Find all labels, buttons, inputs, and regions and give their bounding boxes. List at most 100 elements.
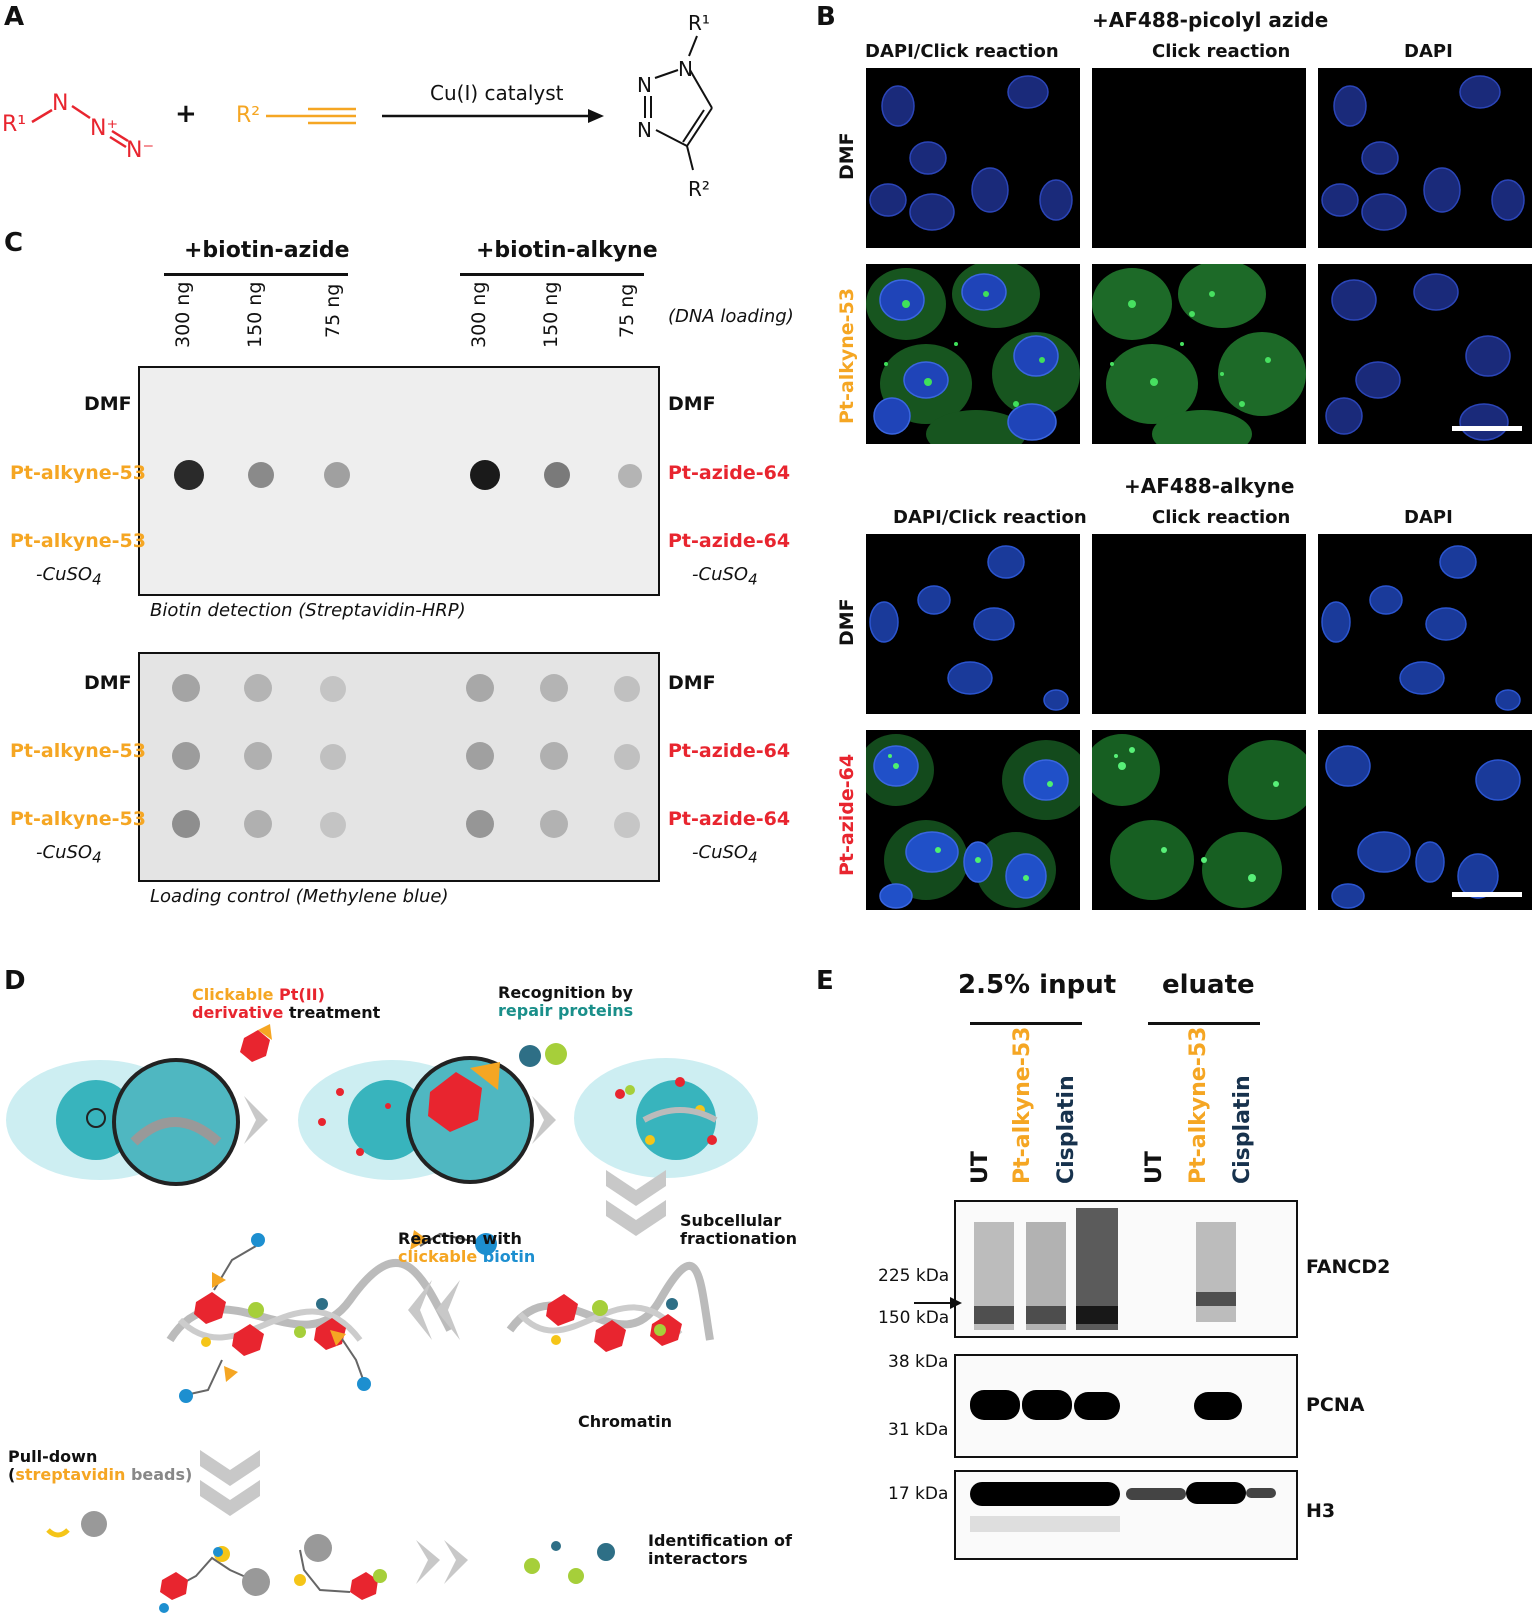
blot2-left-dmf: DMF bbox=[84, 672, 132, 694]
h3-blot bbox=[954, 1470, 1298, 1560]
loading-label: 75 ng bbox=[616, 283, 638, 338]
lane-label: Pt-alkyne-53 bbox=[1186, 1026, 1211, 1184]
top-col-header-click: Click reaction bbox=[1152, 41, 1291, 62]
micrograph-pt-alkyne-dapi bbox=[1318, 264, 1532, 444]
bottom-row-label-pt-azide: Pt-azide-64 bbox=[836, 753, 858, 876]
dna-loading-note: (DNA loading) bbox=[668, 306, 794, 327]
loading-label: 75 ng bbox=[322, 283, 344, 338]
lane-label: Pt-alkyne-53 bbox=[1010, 1026, 1035, 1184]
micrograph-dmf-dapi-2 bbox=[1318, 534, 1532, 714]
group-biotin-alkyne: +biotin-alkyne bbox=[476, 238, 658, 263]
panel-d-label: D bbox=[4, 966, 26, 996]
chevron-right-icon bbox=[416, 1540, 440, 1584]
chevron-left-icon bbox=[436, 1280, 460, 1340]
azide-n2: N⁺ bbox=[90, 116, 118, 141]
micrograph-dmf-click bbox=[1092, 68, 1306, 248]
group-biotin-azide: +biotin-azide bbox=[184, 238, 350, 263]
eluate-group-label: eluate bbox=[1162, 970, 1255, 1000]
blot-spot bbox=[544, 462, 570, 488]
marker-17: 17 kDa bbox=[888, 1484, 949, 1504]
blot1-right-pt-azide-nocu: Pt-azide-64 bbox=[668, 530, 791, 552]
protein-pcna: PCNA bbox=[1306, 1394, 1365, 1416]
blot-spot bbox=[248, 462, 274, 488]
product-n1: N bbox=[678, 57, 693, 81]
bottom-col-header-click: Click reaction bbox=[1152, 507, 1291, 528]
scale-bar bbox=[1452, 892, 1522, 897]
blot2-left-pt-alkyne: Pt-alkyne-53 bbox=[10, 740, 146, 762]
top-col-header-merge: DAPI/Click reaction bbox=[865, 41, 1059, 62]
blot1-right-dmf: DMF bbox=[668, 393, 716, 415]
blot2-caption: Loading control (Methylene blue) bbox=[150, 886, 449, 907]
alkyne-r2: R² bbox=[236, 103, 260, 128]
lane-label: Cisplatin bbox=[1054, 1075, 1079, 1184]
bottom-col-header-merge: DAPI/Click reaction bbox=[893, 507, 1087, 528]
blot2-left-pt-alkyne-nocu: Pt-alkyne-53 bbox=[10, 808, 146, 830]
chevron-right-icon bbox=[244, 1096, 268, 1144]
marker-150: 150 kDa bbox=[878, 1308, 950, 1328]
group-underline bbox=[970, 1022, 1082, 1025]
group-underline bbox=[1148, 1022, 1260, 1025]
product-n2: N bbox=[637, 73, 652, 97]
plus-sign: + bbox=[175, 99, 197, 129]
blot2-left-cuso4: -CuSO4 bbox=[36, 842, 102, 867]
fancd2-blot bbox=[954, 1200, 1298, 1338]
scale-bar bbox=[1452, 426, 1522, 431]
top-col-header-dapi: DAPI bbox=[1404, 41, 1453, 62]
chevron-down-icon bbox=[606, 1170, 666, 1206]
chevron-down-icon bbox=[200, 1450, 260, 1486]
input-group-label: 2.5% input bbox=[958, 970, 1117, 1000]
azide-r1: R¹ bbox=[2, 112, 26, 137]
blot1-left-pt-alkyne-nocu: Pt-alkyne-53 bbox=[10, 530, 146, 552]
pt-compound-icon bbox=[240, 1030, 270, 1062]
catalyst-label: Cu(I) catalyst bbox=[430, 81, 564, 105]
bottom-section-title: +AF488-alkyne bbox=[1124, 474, 1295, 498]
blot2-right-pt-azide: Pt-azide-64 bbox=[668, 740, 791, 762]
marker-31: 31 kDa bbox=[888, 1420, 949, 1440]
blot2-right-cuso4: -CuSO4 bbox=[692, 842, 758, 867]
chevron-right-icon bbox=[532, 1096, 556, 1144]
loading-label: 150 ng bbox=[244, 281, 266, 348]
blot1-left-dmf: DMF bbox=[84, 393, 132, 415]
micrograph-dmf-merge bbox=[866, 68, 1080, 248]
micrograph-pt-azide-dapi bbox=[1318, 730, 1532, 910]
micrograph-dmf-click-2 bbox=[1092, 534, 1306, 714]
blot-spot bbox=[470, 460, 500, 490]
blot1-left-cuso4: -CuSO4 bbox=[36, 564, 102, 589]
panel-b-label: B bbox=[816, 2, 836, 32]
micrograph-pt-alkyne-click bbox=[1092, 264, 1306, 444]
protein-h3: H3 bbox=[1306, 1500, 1336, 1522]
step1-text: Clickable Pt(II) derivative treatment bbox=[192, 985, 381, 1022]
pcna-blot bbox=[954, 1354, 1298, 1458]
micrograph-dmf-merge-2 bbox=[866, 534, 1080, 714]
protein-fancd2: FANCD2 bbox=[1306, 1256, 1391, 1278]
step5-text: Pull-down(streptavidin beads) bbox=[8, 1447, 193, 1484]
panel-c-label: C bbox=[4, 228, 24, 258]
azide-n3: N⁻ bbox=[126, 138, 154, 163]
group-underline bbox=[164, 273, 348, 276]
micrograph-pt-azide-merge bbox=[866, 730, 1080, 910]
blot2-right-dmf: DMF bbox=[668, 672, 716, 694]
marker-38: 38 kDa bbox=[888, 1352, 949, 1372]
loading-label: 300 ng bbox=[468, 281, 490, 348]
workflow-schematic bbox=[6, 1024, 758, 1613]
chromatin-label: Chromatin bbox=[578, 1412, 673, 1431]
blot-spot bbox=[324, 462, 350, 488]
lane-label: UT bbox=[968, 1151, 993, 1184]
group-underline bbox=[460, 273, 644, 276]
micrograph-pt-azide-click bbox=[1092, 730, 1306, 910]
loading-control-blot bbox=[138, 652, 660, 882]
blot1-right-pt-azide: Pt-azide-64 bbox=[668, 462, 791, 484]
product-r1: R¹ bbox=[688, 11, 710, 35]
blot1-right-cuso4: -CuSO4 bbox=[692, 564, 758, 589]
loading-label: 300 ng bbox=[172, 281, 194, 348]
blot-spot bbox=[618, 464, 642, 488]
blot1-left-pt-alkyne: Pt-alkyne-53 bbox=[10, 462, 146, 484]
micrograph-dmf-dapi bbox=[1318, 68, 1532, 248]
bottom-row-label-dmf: DMF bbox=[836, 598, 858, 646]
product-n3: N bbox=[637, 118, 652, 142]
product-r2: R² bbox=[688, 177, 710, 201]
